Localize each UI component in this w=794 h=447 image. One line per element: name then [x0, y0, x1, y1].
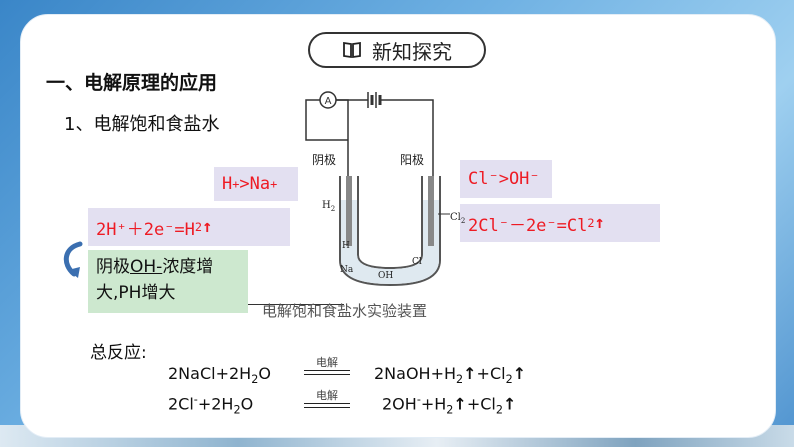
- electrolysis-apparatus: A 阴极 阳极 H2 Cl2 H Na OH Cl: [305, 91, 465, 287]
- ammeter-label: A: [325, 96, 332, 107]
- note-line-2: 大,PH增大: [96, 283, 176, 303]
- condition-label: 电解: [316, 356, 338, 369]
- anode-label: 阳极: [400, 153, 424, 167]
- svg-text:Cl2: Cl2: [450, 212, 465, 225]
- eq-text: 2Cl: [168, 394, 194, 414]
- up-arrow-icon: ↑: [594, 213, 605, 233]
- page-subheading: 1、电解饱和食盐水: [64, 114, 220, 135]
- eq-sub: 2: [505, 373, 513, 387]
- eq-text: 2OH: [382, 394, 417, 414]
- section-header: 新知探究: [308, 32, 486, 68]
- cl2-label: Cl: [450, 212, 461, 223]
- anode-order-box: Cl⁻>OH⁻: [460, 160, 552, 198]
- cl-minus-label: Cl: [412, 257, 422, 267]
- eq-text: +Cl: [476, 364, 506, 383]
- equation-2-left: 2Cl-+2H2O: [168, 393, 253, 417]
- equation-line: [304, 370, 350, 371]
- page-heading: 一、电解原理的应用: [46, 72, 218, 94]
- up-arrow-icon: ↑: [453, 394, 467, 414]
- cathode-order-mid: >Na: [239, 174, 271, 194]
- note-line-1: 阴极OH-浓度增: [96, 254, 240, 280]
- note-text: 阴极: [96, 257, 130, 277]
- h2-sub: 2: [331, 205, 335, 213]
- underline-rule: [248, 304, 344, 305]
- section-title: 新知探究: [372, 39, 452, 64]
- book-icon: [342, 41, 362, 59]
- eq-sup: -: [416, 393, 421, 406]
- eq-text: O: [258, 364, 271, 383]
- cathode-label: 阴极: [312, 153, 336, 167]
- svg-text:H2: H2: [322, 200, 335, 213]
- anode-reaction-text: 2Cl⁻－2e⁻=Cl: [468, 215, 588, 236]
- equation-line: [304, 407, 350, 408]
- eq-text: +2H: [197, 394, 234, 414]
- eq-text: +Cl: [466, 394, 496, 414]
- equation-1-right: 2NaOH+H2↑+Cl2↑: [374, 364, 526, 386]
- cl2-sub: 2: [461, 217, 465, 225]
- ammeter-icon: [319, 91, 337, 109]
- note-oh: OH-: [130, 257, 163, 277]
- up-arrow-icon: ↑: [463, 364, 477, 383]
- eq-sub: 2: [495, 403, 503, 417]
- sup-plus: +: [232, 177, 240, 191]
- note-text-2: 浓度增: [162, 257, 214, 277]
- eq-text: O: [240, 394, 254, 414]
- cathode-order-text: H: [222, 174, 233, 194]
- equation-line: [304, 403, 350, 404]
- eq-sub: 2: [233, 403, 241, 417]
- sub-2: 2: [194, 220, 203, 234]
- eq-sub: 2: [446, 403, 454, 417]
- sup-plus-2: +: [270, 177, 278, 191]
- up-arrow-icon: ↑: [202, 217, 213, 237]
- sub-2: 2: [587, 216, 595, 230]
- up-arrow-icon: ↑: [512, 364, 527, 383]
- curved-arrow-icon: [63, 241, 83, 278]
- eq-text: +H: [420, 394, 447, 414]
- na-plus-label: Na: [340, 265, 354, 275]
- eq-sub: 2: [251, 373, 259, 387]
- apparatus-caption: 电解饱和食盐水实验装置: [262, 302, 428, 320]
- equation-line: [304, 374, 350, 375]
- note-box: 阴极OH-浓度增 大,PH增大: [88, 250, 248, 313]
- h2-label: H: [322, 200, 331, 211]
- cathode-order-box: H+>Na+: [214, 167, 298, 201]
- anode-order-text: Cl⁻>OH⁻: [468, 169, 540, 189]
- total-reaction-label: 总反应:: [90, 343, 147, 363]
- condition-label-2: 电解: [316, 389, 338, 402]
- up-arrow-icon: ↑: [502, 394, 517, 414]
- h-plus-label: H: [342, 241, 350, 251]
- oh-minus-label: OH: [378, 271, 393, 281]
- equation-2-right: 2OH-+H2↑+Cl2↑: [382, 393, 516, 417]
- eq-text: 2NaOH+H: [374, 364, 457, 383]
- equation-1-left: 2NaCl+2H2O: [168, 364, 271, 386]
- eq-sup: -: [193, 393, 198, 406]
- eq-sub: 2: [456, 373, 464, 387]
- eq-text: 2NaCl+2H: [168, 364, 252, 383]
- cathode-reaction-text: 2H⁺＋2e⁻=H: [96, 219, 195, 240]
